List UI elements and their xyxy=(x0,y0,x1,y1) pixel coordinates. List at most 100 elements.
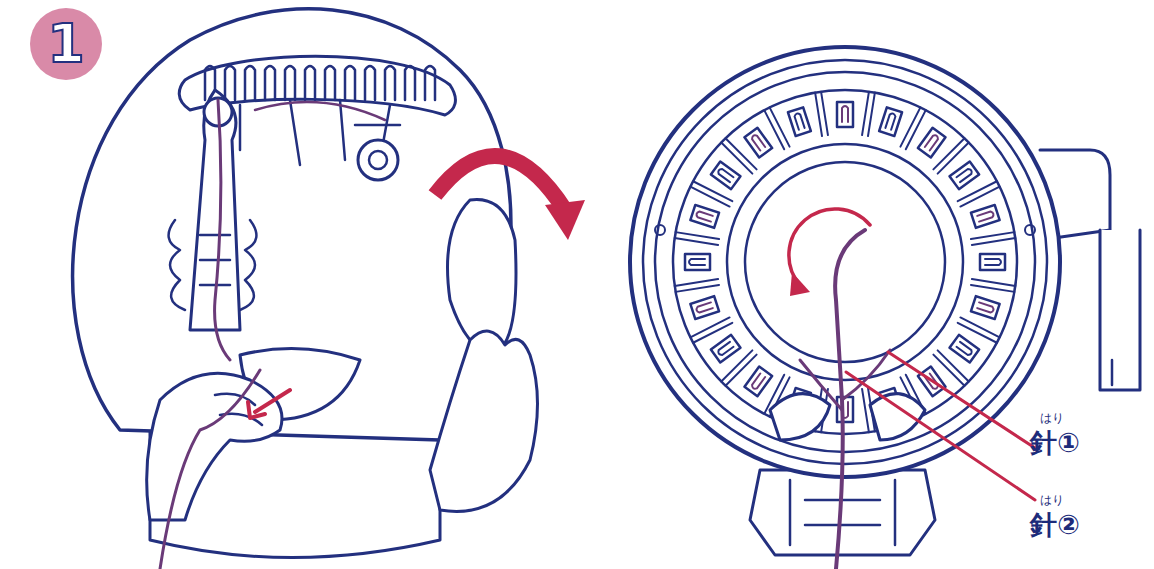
needle-divider xyxy=(971,232,1015,245)
knob-plate xyxy=(355,124,400,127)
needle xyxy=(690,155,746,207)
step-badge: 1 xyxy=(30,8,102,80)
needle xyxy=(305,66,315,100)
needle xyxy=(966,279,1015,321)
needle xyxy=(325,66,335,100)
needle-divider xyxy=(815,92,828,136)
needle-loop xyxy=(717,342,733,356)
needle-hook xyxy=(918,128,946,158)
needle-slot xyxy=(837,102,853,127)
needle xyxy=(944,317,1000,369)
right-hand xyxy=(430,331,538,511)
yarn xyxy=(255,102,385,120)
needle-loop xyxy=(956,168,972,182)
needle-loop xyxy=(751,134,765,150)
needle-slot xyxy=(918,128,946,158)
screw xyxy=(1025,225,1035,235)
needle-hook xyxy=(879,107,902,136)
needle-slot xyxy=(980,254,1005,270)
needle-hook xyxy=(971,205,1000,228)
needle-slot xyxy=(950,335,980,363)
needle xyxy=(385,66,395,100)
needle xyxy=(285,66,295,100)
needle-slot xyxy=(744,367,772,397)
needle-slot xyxy=(879,107,902,136)
needle-slot xyxy=(690,296,719,319)
needle xyxy=(345,66,355,100)
step-number: 1 xyxy=(47,17,85,71)
screw xyxy=(655,225,665,235)
needle xyxy=(862,92,904,141)
needle xyxy=(958,181,1014,233)
needle-hook xyxy=(685,254,710,270)
needle-divider xyxy=(675,279,719,292)
needle-slot xyxy=(950,161,980,189)
needle-loop xyxy=(717,168,733,182)
needle-loop xyxy=(885,113,896,130)
needle xyxy=(971,232,1020,274)
needle xyxy=(245,66,255,100)
needle-slot xyxy=(711,335,741,363)
needle-slot xyxy=(971,296,1000,319)
needle xyxy=(405,66,415,100)
needle xyxy=(764,94,816,150)
needle-hook xyxy=(744,367,772,397)
needle-loop xyxy=(925,134,939,150)
needle-loop xyxy=(696,302,713,313)
needle-hook xyxy=(690,205,719,228)
needle-divider xyxy=(971,279,1015,292)
needle-loop xyxy=(751,373,765,389)
needle-ring-inner xyxy=(727,144,963,380)
furigana: はり xyxy=(1040,410,1064,427)
needle xyxy=(700,329,757,386)
leader-line xyxy=(888,352,1035,448)
yarn-guides xyxy=(770,394,925,440)
crank-line xyxy=(1111,360,1114,385)
needle-slot xyxy=(711,161,741,189)
guide-spring xyxy=(169,220,257,310)
furigana: はり xyxy=(1040,492,1064,509)
needle-divider xyxy=(690,317,732,342)
needle xyxy=(265,66,275,100)
pull-arrow-head xyxy=(248,402,265,418)
rotation-arrow-head xyxy=(790,272,810,296)
needle-divider xyxy=(862,92,875,136)
crank-arrow-head xyxy=(545,200,585,240)
needle-slot xyxy=(971,205,1000,228)
needle-divider xyxy=(675,232,719,245)
yarn xyxy=(835,230,865,569)
needle-loop xyxy=(977,302,994,313)
left-hand xyxy=(147,373,282,520)
needle xyxy=(677,291,733,343)
needle-loop xyxy=(977,211,994,222)
needle xyxy=(815,87,857,136)
needle-hook xyxy=(837,397,853,422)
crank-arrow xyxy=(435,156,565,210)
machine-body xyxy=(73,9,511,440)
needle-hook xyxy=(980,254,1005,270)
needle xyxy=(721,117,778,174)
crank-grip xyxy=(1100,230,1140,390)
needle-loop xyxy=(696,211,713,222)
yarn xyxy=(215,100,230,360)
needle-hook xyxy=(690,296,719,319)
needle-loop xyxy=(985,259,1001,265)
needle xyxy=(225,66,235,100)
needle-slot xyxy=(837,397,853,422)
needle-slot xyxy=(744,128,772,158)
needle-divider xyxy=(764,107,789,149)
needle-divider xyxy=(958,181,1000,206)
needle-hook xyxy=(711,335,741,363)
needle-label: 針① xyxy=(1030,425,1080,461)
needle xyxy=(365,66,375,100)
side-knob xyxy=(358,140,398,180)
yarn-pulled xyxy=(160,370,260,569)
outer-ring xyxy=(655,72,1035,452)
rotation-arrow xyxy=(789,209,870,285)
needle-hook xyxy=(744,128,772,158)
outer-ring xyxy=(630,47,1060,477)
needle-hook xyxy=(971,296,1000,319)
